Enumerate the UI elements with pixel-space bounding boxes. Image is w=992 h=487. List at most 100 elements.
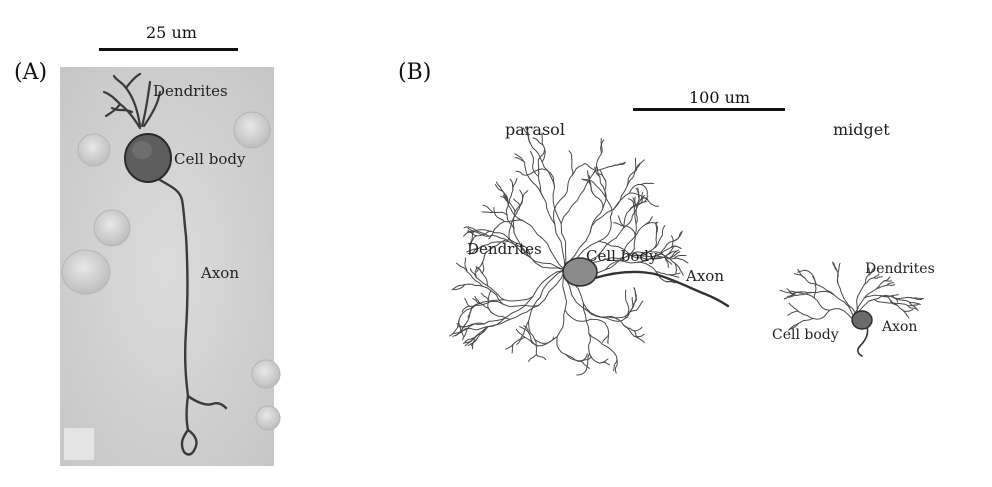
dendrite-branch [873, 294, 895, 300]
background-cells [61, 111, 281, 460]
dendrite-branch [626, 170, 636, 187]
panel-b-scale-bar [633, 108, 785, 111]
dendrite-branch [653, 235, 663, 250]
dendrite-branch [556, 336, 567, 356]
dendrite-branch [480, 292, 489, 301]
dendrite-branch [876, 280, 885, 290]
dendrite-branch [833, 294, 855, 319]
dendrite-branch [528, 320, 536, 341]
dendrite-branch [470, 301, 484, 309]
dendrite-branch [456, 262, 468, 273]
dendrite-branch [470, 235, 477, 247]
dendrite-branch [599, 176, 605, 190]
dendrite-branch [542, 196, 556, 225]
dendrite-branch [476, 261, 484, 273]
dendrite-branch [514, 157, 526, 163]
dendrite-branch [599, 361, 610, 366]
dendrite-branch [507, 240, 530, 257]
dendrite-branch [812, 309, 830, 320]
dendrite-branch [504, 219, 523, 223]
dendrite-branch [487, 289, 492, 301]
dendrite-branch [627, 198, 635, 209]
dendrite-branch [512, 336, 523, 346]
dendrite-branch [868, 268, 874, 276]
dendrite-branch [892, 302, 904, 312]
dendrite-branch [470, 326, 488, 331]
dendrite-branch [530, 143, 543, 163]
dendrite-branch [628, 250, 650, 255]
dendrite-branch [475, 267, 483, 274]
dendrite-branch [506, 214, 515, 234]
dendrite-branch [522, 219, 543, 239]
dendrite-branch [641, 184, 648, 196]
panel-a-dendrites-label: Dendrites [153, 82, 228, 100]
dendrite-branch [457, 325, 470, 328]
dendrite-branch [674, 257, 689, 264]
dendrite-branch [503, 295, 534, 302]
dendrite-branch [490, 311, 511, 320]
dendrite-branch [589, 180, 594, 195]
parasol-cell-body [562, 257, 598, 287]
dendrite-branch [528, 333, 539, 347]
dendrite-branch [449, 320, 460, 337]
panel-a-scale-bar [99, 48, 238, 51]
dendrite-branch [793, 291, 813, 294]
dendrite-branch [482, 299, 505, 303]
dendrite-branch [863, 288, 878, 299]
dendrite-branch [649, 250, 666, 257]
dendrite-branch [451, 284, 466, 291]
dendrite-branch [474, 296, 482, 304]
dendrite-branch [873, 276, 883, 279]
dendrite-branch [474, 267, 478, 279]
dendrite-branch [464, 283, 483, 287]
dendrite-branch [659, 253, 676, 264]
dendrite-branch [788, 302, 799, 312]
dendrite-branch [655, 222, 658, 234]
dendrite-branch [612, 185, 628, 211]
dendrite-branch [560, 193, 581, 224]
dendrite-branch [466, 248, 477, 253]
dendrite-branch [665, 280, 676, 284]
dendrite-branch [636, 201, 648, 209]
dendrite-branch [522, 127, 532, 145]
dendrite-branch [464, 298, 470, 307]
dendrite-branch [467, 307, 472, 318]
dendrite-branch [452, 328, 468, 335]
dendrite-branch [606, 314, 629, 319]
dendrite-branch [564, 309, 588, 322]
dendrite-branch [586, 318, 606, 324]
dendrite-branch [873, 299, 894, 304]
dendrite-branch [633, 207, 637, 225]
dendrite-branch [629, 202, 642, 211]
dendrite-branch [537, 175, 544, 198]
dendrite-branch [541, 132, 544, 146]
dendrite-branch [640, 195, 646, 204]
dendrite-branch [659, 240, 674, 255]
dendrite-branch [530, 256, 566, 271]
dendrite-branch [580, 353, 588, 362]
dendrite-branch [571, 158, 574, 176]
dendrite-branch [604, 180, 607, 198]
dendrite-branch [589, 352, 601, 364]
dendrite-branch [496, 181, 504, 193]
dendrite-branch [813, 297, 830, 311]
dendrite-branch [602, 188, 607, 209]
dendrite-branch [907, 305, 918, 310]
dendrite-branch [634, 223, 647, 237]
dendrite-branch [666, 249, 680, 256]
dendrite-branch [645, 221, 659, 225]
dendrite-branch [541, 144, 546, 163]
dendrite-branch [534, 339, 548, 344]
dendrite-branch [552, 186, 562, 224]
dendrite-branch [632, 248, 655, 256]
dendrite-branch [789, 323, 799, 330]
panel-a-dendrites [102, 72, 162, 130]
dendrite-branch [653, 232, 658, 250]
dendrite-branch [502, 303, 539, 308]
dendrite-branch [594, 184, 606, 198]
dendrite-branch [661, 225, 666, 237]
dendrite-branch [623, 324, 635, 332]
dendrite-branch [564, 174, 574, 197]
dendrite-branch [512, 177, 518, 191]
dendrite-branch [593, 165, 613, 173]
